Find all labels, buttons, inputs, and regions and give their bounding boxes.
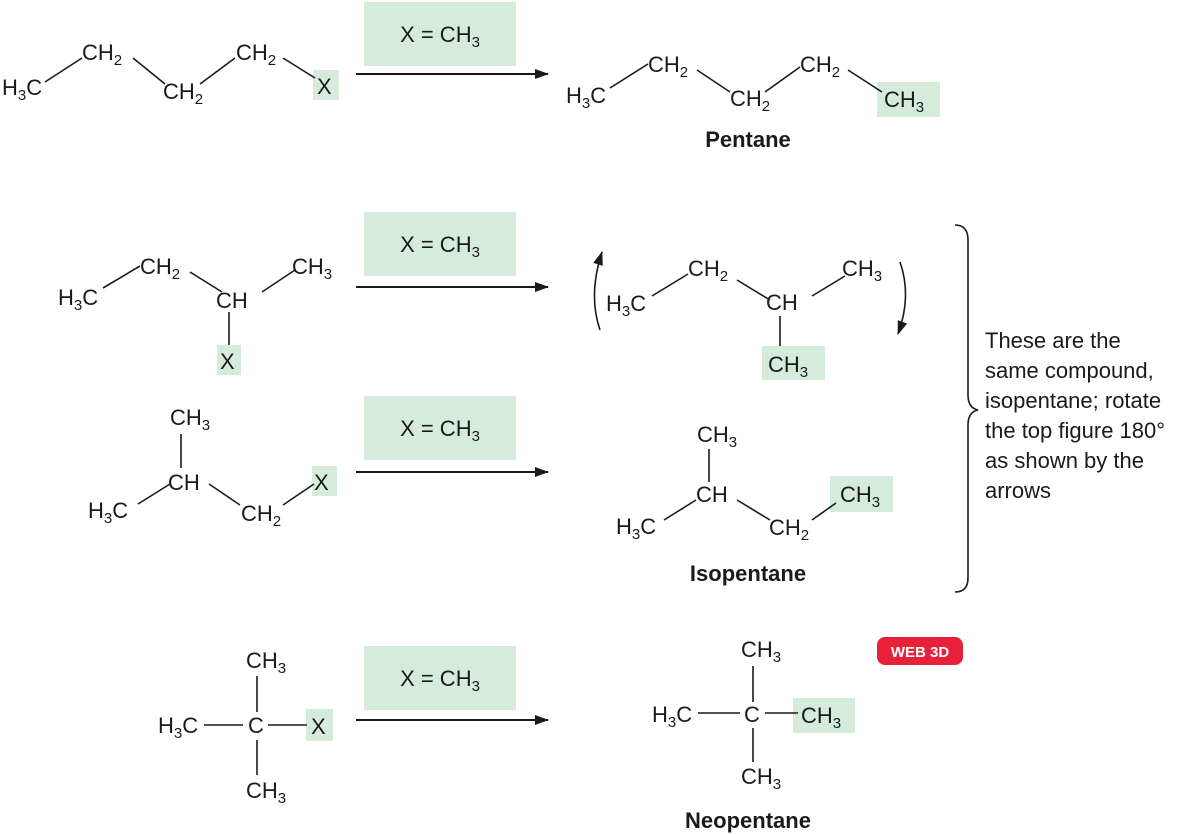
group-ch3: CH3 xyxy=(801,703,841,732)
condition-label: X = CH3 xyxy=(400,416,480,445)
product-isopentane-a: H3C CH2 CH CH3 CH3 xyxy=(606,256,882,381)
badge-background xyxy=(877,637,963,665)
group-h3c: H3C xyxy=(616,514,656,543)
note-line: same compound, xyxy=(985,358,1154,383)
group-ch2: CH2 xyxy=(140,254,180,283)
group-x: X xyxy=(314,470,329,495)
condition-box xyxy=(364,212,516,276)
group-ch2: CH2 xyxy=(236,40,276,69)
product-isopentane-b: CH3 CH H3C CH2 CH3 xyxy=(616,422,893,544)
group-ch: CH xyxy=(168,470,200,495)
note-line: as shown by the xyxy=(985,448,1144,473)
ch3-highlight xyxy=(830,476,893,512)
condition-box xyxy=(364,396,516,460)
group-h3c: H3C xyxy=(566,83,606,112)
group-ch3: CH3 xyxy=(768,352,808,381)
group-ch: CH xyxy=(216,288,248,313)
group-ch3: CH3 xyxy=(292,254,332,283)
group-ch3: CH3 xyxy=(840,482,880,511)
note-line: isopentane; rotate xyxy=(985,388,1161,413)
group-ch2: CH2 xyxy=(800,52,840,81)
ch3-highlight xyxy=(762,346,825,380)
condition-box xyxy=(364,2,516,66)
group-ch: CH xyxy=(766,290,798,315)
condition-box xyxy=(364,646,516,710)
group-c: C xyxy=(248,713,264,738)
grouping-brace xyxy=(954,224,979,593)
condition-label: X = CH3 xyxy=(400,666,480,695)
reactant-pentane-precursor: H3C CH2 CH2 CH2 X xyxy=(2,40,339,108)
condition-label: X = CH3 xyxy=(400,232,480,261)
group-ch2: CH2 xyxy=(82,40,122,69)
group-ch2: CH2 xyxy=(648,52,688,81)
group-h3c: H3C xyxy=(158,713,198,742)
group-ch3: CH3 xyxy=(170,405,210,434)
group-ch3: CH3 xyxy=(246,778,286,807)
group-h3c: H3C xyxy=(2,75,42,104)
group-ch3: CH3 xyxy=(246,648,286,677)
reactant-isopentane-a-precursor: H3C CH2 CH CH3 X xyxy=(58,254,332,375)
ch3-highlight xyxy=(877,82,940,117)
group-h3c: H3C xyxy=(652,702,692,731)
condition-label: X = CH3 xyxy=(400,22,480,51)
group-ch2: CH2 xyxy=(163,79,203,108)
group-c: C xyxy=(744,702,760,727)
group-h3c: H3C xyxy=(58,285,98,314)
reaction-pentane: H3C CH2 CH2 CH2 X X = CH3 H3C CH2 CH2 CH… xyxy=(2,2,940,152)
product-pentane: H3C CH2 CH2 CH2 CH3 xyxy=(566,52,940,117)
reaction-isopentane-b: CH3 CH H3C CH2 X X = CH3 CH3 CH H3C CH2 … xyxy=(88,396,893,586)
group-ch3: CH3 xyxy=(697,422,737,451)
note-line: the top figure 180° xyxy=(985,418,1165,443)
group-ch2: CH2 xyxy=(769,515,809,544)
x-highlight xyxy=(312,466,337,496)
rotate-arrow-left xyxy=(593,251,603,331)
group-x: X xyxy=(311,714,326,739)
note-text: These are the same compound, isopentane;… xyxy=(985,328,1165,503)
group-x: X xyxy=(220,349,235,374)
reactant-neopentane-precursor: CH3 H3C C X CH3 xyxy=(158,648,333,807)
group-ch3: CH3 xyxy=(741,764,781,793)
group-ch2: CH2 xyxy=(730,86,770,115)
rotate-arrow-right xyxy=(897,261,908,335)
group-ch3: CH3 xyxy=(741,637,781,666)
compound-name-neopentane: Neopentane xyxy=(685,808,811,833)
group-ch: CH xyxy=(696,482,728,507)
web3d-badge[interactable]: WEB 3D xyxy=(877,637,963,665)
reactant-isopentane-b-precursor: CH3 CH H3C CH2 X xyxy=(88,405,337,530)
x-highlight xyxy=(217,345,241,375)
reaction-neopentane: CH3 H3C C X CH3 X = CH3 CH3 H3C C CH3 CH… xyxy=(158,637,855,833)
badge-label: WEB 3D xyxy=(891,644,950,661)
group-ch2: CH2 xyxy=(688,256,728,285)
note-line: These are the xyxy=(985,328,1121,353)
group-h3c: H3C xyxy=(606,291,646,320)
note-line: arrows xyxy=(985,478,1051,503)
group-ch3: CH3 xyxy=(884,87,924,116)
group-ch2: CH2 xyxy=(241,501,281,530)
x-highlight xyxy=(313,70,339,100)
compound-name-pentane: Pentane xyxy=(705,127,791,152)
compound-name-isopentane: Isopentane xyxy=(690,561,806,586)
group-h3c: H3C xyxy=(88,498,128,527)
reaction-isopentane-a: H3C CH2 CH CH3 X X = CH3 H3C CH2 CH CH3 … xyxy=(58,212,908,381)
x-highlight xyxy=(306,709,333,741)
ch3-highlight xyxy=(793,698,855,733)
group-ch3: CH3 xyxy=(842,256,882,285)
group-x: X xyxy=(317,74,332,99)
product-neopentane: CH3 H3C C CH3 CH3 xyxy=(652,637,855,793)
